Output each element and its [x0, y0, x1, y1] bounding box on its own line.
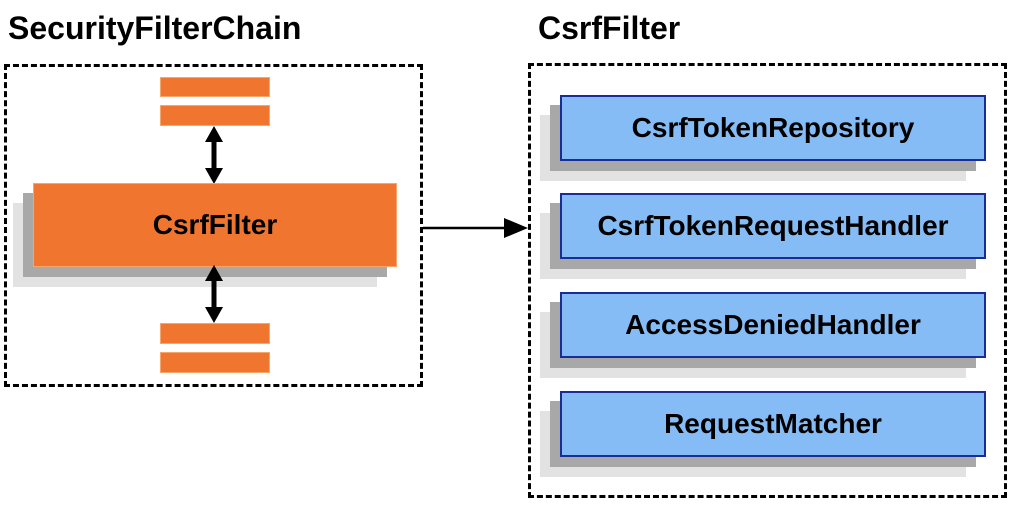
component-label: CsrfTokenRequestHandler: [597, 210, 949, 241]
csrf-filter-panel: [528, 63, 1007, 498]
filter-placeholder-bar: [160, 352, 270, 373]
component-box-csrf-token-repository: CsrfTokenRepository: [560, 95, 986, 161]
delegation-arrow-icon: [423, 214, 528, 247]
component-box-csrf-token-request-handler: CsrfTokenRequestHandler: [560, 193, 986, 259]
component-label: CsrfTokenRepository: [631, 112, 915, 143]
security-filter-chain-title: SecurityFilterChain: [8, 10, 302, 46]
component-label: AccessDeniedHandler: [625, 309, 921, 340]
bidirectional-arrow-icon: [202, 126, 226, 189]
bidirectional-arrow-icon: [202, 265, 226, 328]
csrf-filter-title: CsrfFilter: [538, 10, 681, 46]
component-box-access-denied-handler: AccessDeniedHandler: [560, 292, 986, 358]
csrf-filter-box: CsrfFilter: [33, 183, 397, 267]
filter-placeholder-bar: [160, 105, 270, 126]
security-filter-chain-panel: [4, 64, 423, 387]
filter-placeholder-bar: [160, 323, 270, 344]
component-label: RequestMatcher: [664, 408, 882, 439]
filter-placeholder-bar: [160, 77, 270, 97]
csrf-filter-box-label: CsrfFilter: [152, 209, 278, 240]
component-box-request-matcher: RequestMatcher: [560, 391, 986, 457]
